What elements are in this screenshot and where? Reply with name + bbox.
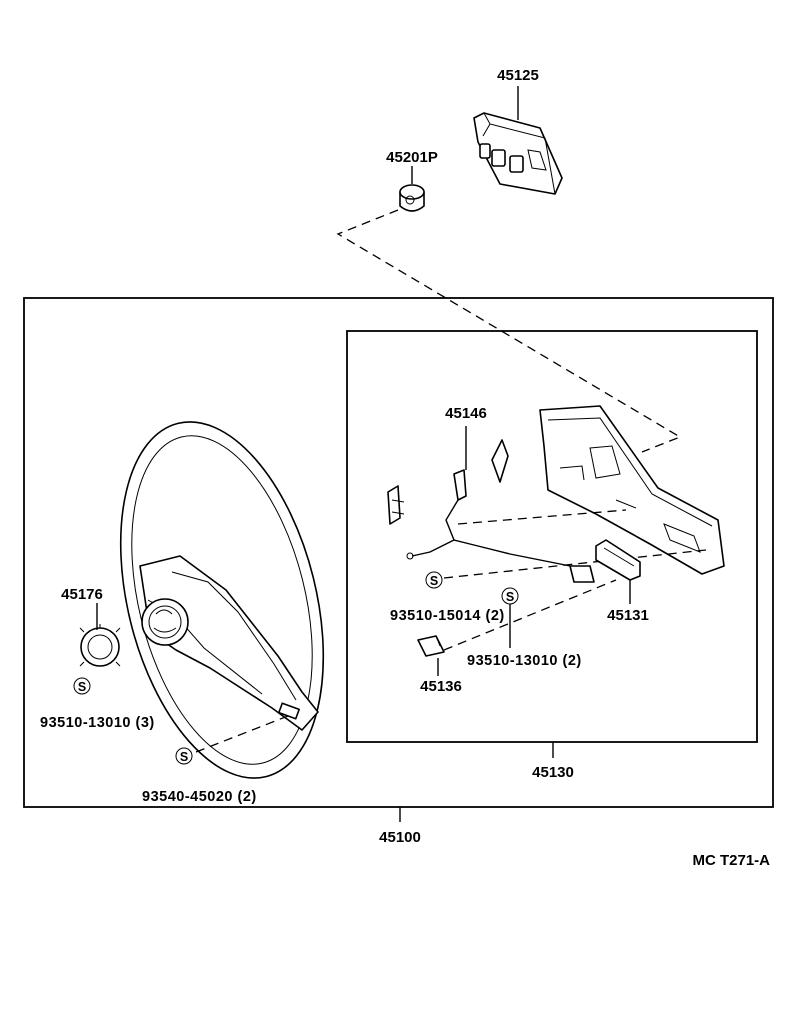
std-part-symbol-13010-inner: S xyxy=(501,587,519,605)
svg-text:S: S xyxy=(430,574,438,588)
svg-text:S: S xyxy=(506,590,514,604)
std-part-symbol-outer: S xyxy=(73,677,91,695)
part-45131-drawing xyxy=(595,539,641,604)
label-45100: 45100 xyxy=(379,829,421,846)
svg-text:S: S xyxy=(78,680,86,694)
assembly-frame-45100 xyxy=(23,297,774,808)
fastener-93510-13010-2: 93510-13010 (2) xyxy=(467,653,582,669)
part-45176-drawing xyxy=(79,603,121,667)
assembly-path-45136 xyxy=(443,579,617,651)
label-45130: 45130 xyxy=(532,764,574,781)
steering-wheel-drawing xyxy=(119,421,325,779)
bracket-drawing xyxy=(539,405,725,575)
part-45136-drawing xyxy=(417,635,445,676)
label-45131: 45131 xyxy=(607,607,649,624)
label-45136: 45136 xyxy=(420,678,462,695)
fastener-93510-13010-3: 93510-13010 (3) xyxy=(40,715,155,731)
label-45125: 45125 xyxy=(497,67,539,84)
label-45146: 45146 xyxy=(445,405,487,422)
fastener-93540-45020-2: 93540-45020 (2) xyxy=(142,789,257,805)
part-45146-drawing xyxy=(406,426,595,583)
assembly-path-wheel-screw xyxy=(195,715,289,753)
assembly-path-grommet xyxy=(336,209,682,453)
diagram-code: MC T271-A xyxy=(692,852,770,869)
std-part-symbol-wheel: S xyxy=(175,747,193,765)
contact-pieces-drawing xyxy=(387,439,509,525)
svg-text:S: S xyxy=(180,750,188,764)
fastener-93510-15014-2: 93510-15014 (2) xyxy=(390,608,505,624)
subassembly-frame-45130 xyxy=(346,330,758,743)
part-45201P-drawing xyxy=(399,166,425,212)
std-part-symbol-15014: S xyxy=(425,571,443,589)
part-45125-drawing xyxy=(473,86,563,195)
label-45176: 45176 xyxy=(61,586,103,603)
label-45201P: 45201P xyxy=(386,149,438,166)
assembly-path-harness xyxy=(457,509,627,525)
